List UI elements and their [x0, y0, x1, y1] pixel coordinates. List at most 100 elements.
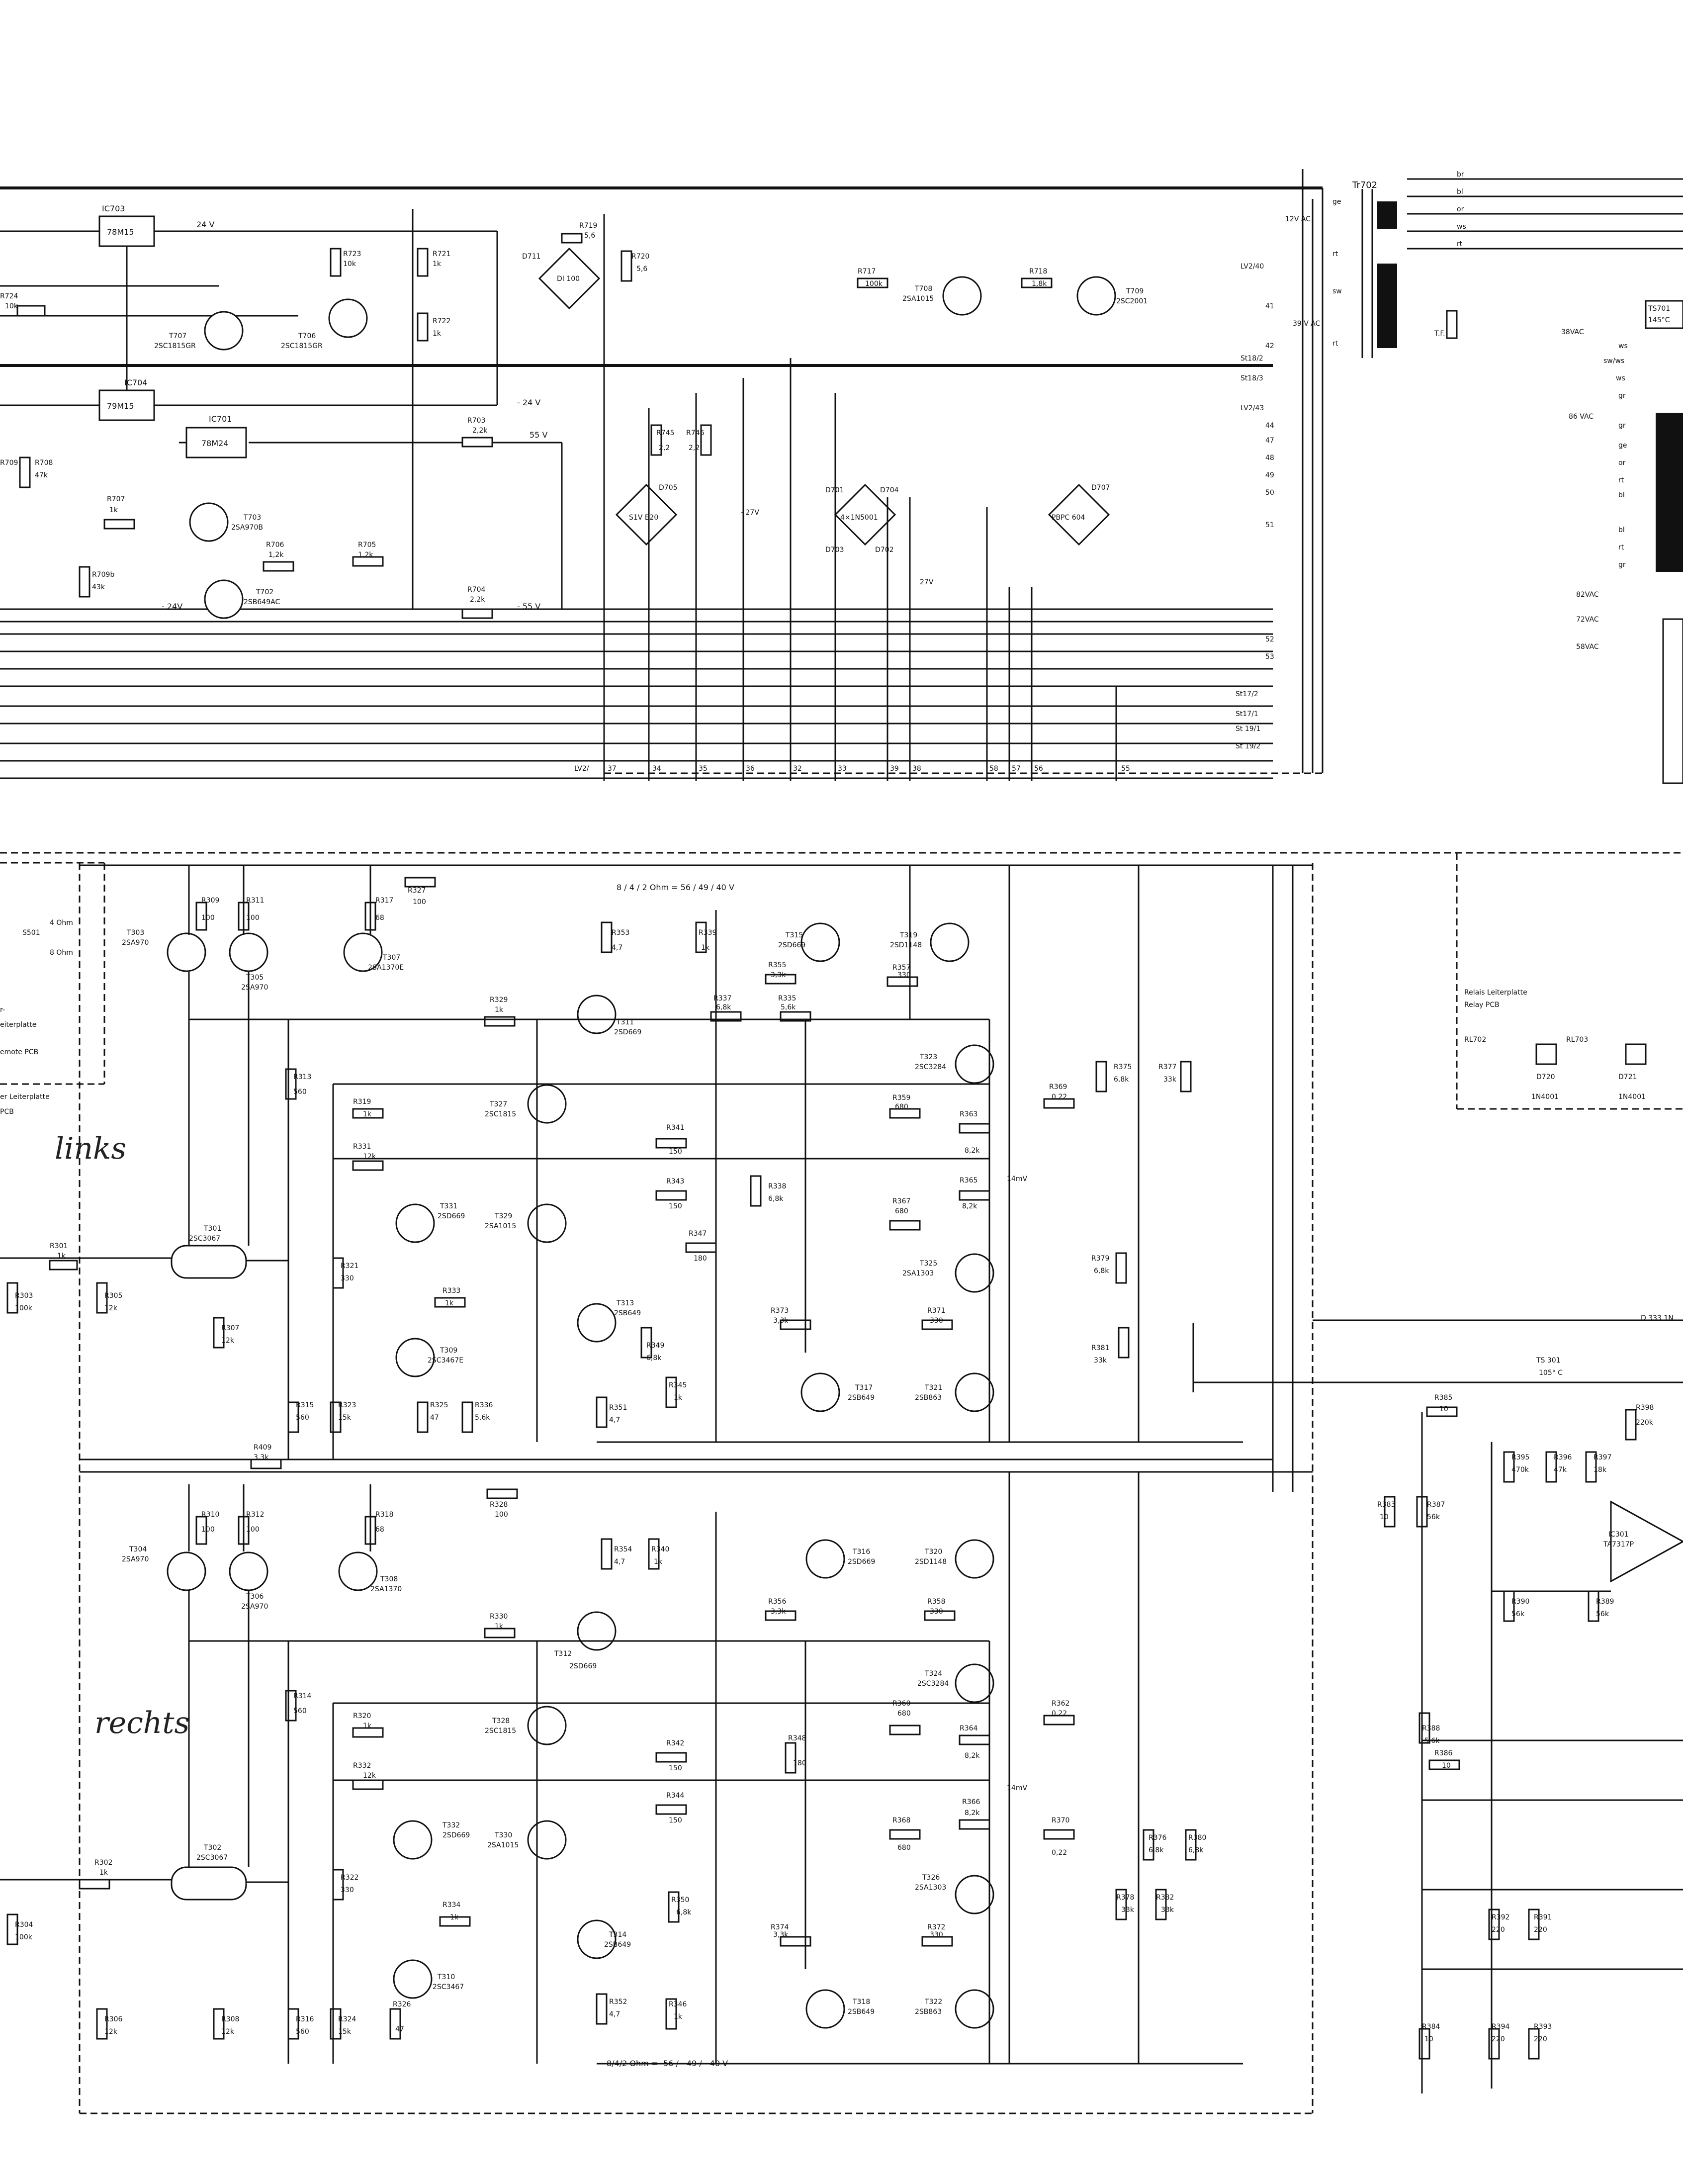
svg-text:R335: R335: [778, 995, 796, 1002]
svg-text:5,6k: 5,6k: [475, 1414, 490, 1422]
svg-text:bl: bl: [1457, 188, 1463, 196]
svg-text:R301: R301: [50, 1242, 68, 1250]
svg-text:560: 560: [293, 1088, 307, 1096]
svg-text:2SA1015: 2SA1015: [487, 1841, 519, 1849]
svg-text:T301: T301: [203, 1225, 221, 1233]
svg-text:33k: 33k: [1161, 1906, 1174, 1914]
left-channel-resistors: R309 100 R311 100 R317 68 R327 100 R313 …: [6, 877, 1192, 1469]
svg-text:2SD1148: 2SD1148: [890, 941, 922, 949]
svg-text:R347: R347: [689, 1230, 707, 1238]
svg-text:R353: R353: [612, 929, 629, 937]
svg-text:D705: D705: [659, 484, 678, 492]
svg-text:1k: 1k: [363, 1722, 372, 1730]
svg-text:12k: 12k: [104, 1304, 118, 1312]
svg-text:St17/1: St17/1: [1236, 710, 1258, 718]
svg-text:1k: 1k: [701, 944, 710, 952]
svg-text:R303: R303: [15, 1292, 33, 1300]
svg-text:2SA970B: 2SA970B: [231, 524, 263, 532]
svg-text:2SC2001: 2SC2001: [1116, 297, 1148, 305]
svg-text:4,7: 4,7: [609, 2010, 620, 2018]
wire-color-labels: br bl or ws rt ws sw/ws ws gr gr ge or r…: [1407, 171, 1683, 569]
svg-text:T332: T332: [442, 1821, 460, 1829]
transistor-t707: T707 2SC1815GR: [154, 311, 244, 351]
svg-text:R362: R362: [1052, 1700, 1069, 1708]
svg-text:T322: T322: [924, 1998, 942, 2006]
svg-text:T707: T707: [169, 332, 186, 340]
svg-text:R391: R391: [1534, 1913, 1552, 1921]
svg-text:R336: R336: [475, 1401, 493, 1409]
svg-text:2SC1815GR: 2SC1815GR: [281, 342, 323, 350]
svg-text:RL703: RL703: [1566, 1036, 1588, 1044]
svg-text:eiterplatte: eiterplatte: [0, 1021, 36, 1029]
svg-text:330: 330: [341, 1274, 354, 1282]
svg-text:R356: R356: [768, 1598, 787, 1606]
svg-text:T302: T302: [203, 1844, 221, 1852]
svg-text:37: 37: [608, 765, 617, 773]
svg-text:34: 34: [652, 765, 661, 773]
svg-text:10: 10: [1380, 1513, 1389, 1521]
transistor-t708: T708 2SA1015: [902, 276, 982, 316]
svg-text:4,7: 4,7: [612, 944, 622, 952]
svg-text:R365: R365: [960, 1177, 977, 1184]
svg-text:bl: bl: [1618, 491, 1625, 499]
svg-text:8,2k: 8,2k: [962, 1202, 977, 1210]
svg-text:560: 560: [296, 1414, 309, 1422]
svg-text:R376: R376: [1149, 1834, 1167, 1842]
main-bus-lines: [0, 169, 1683, 2114]
svg-text:5,6: 5,6: [584, 232, 595, 240]
svg-text:R724: R724: [0, 292, 18, 300]
svg-text:rt: rt: [1618, 476, 1624, 484]
svg-text:3,3k: 3,3k: [773, 1317, 789, 1325]
svg-text:8,2k: 8,2k: [965, 1809, 980, 1817]
svg-text:R386: R386: [1434, 1749, 1453, 1757]
svg-text:LV2/: LV2/: [574, 765, 589, 773]
svg-text:R707: R707: [107, 495, 125, 503]
svg-text:100k: 100k: [15, 1933, 33, 1941]
svg-text:R359: R359: [892, 1094, 910, 1102]
svg-text:39: 39: [890, 765, 899, 773]
svg-text:2SA1370E: 2SA1370E: [368, 964, 404, 972]
svg-text:1N4001: 1N4001: [1618, 1093, 1646, 1101]
svg-text:R397: R397: [1594, 1454, 1611, 1461]
svg-text:55: 55: [1121, 765, 1130, 773]
svg-text:r-: r-: [0, 1006, 5, 1014]
svg-text:S1V B20: S1V B20: [629, 514, 658, 522]
svg-text:T310: T310: [437, 1973, 455, 1981]
svg-text:gr: gr: [1618, 561, 1626, 569]
svg-text:8 Ohm: 8 Ohm: [50, 949, 73, 957]
svg-text:100: 100: [246, 914, 260, 922]
svg-text:bl: bl: [1618, 526, 1625, 534]
svg-text:0,22: 0,22: [1052, 1093, 1067, 1101]
svg-text:4×1N5001: 4×1N5001: [840, 514, 878, 522]
transistor-t703: T703 2SA970B: [189, 502, 263, 542]
svg-text:R370: R370: [1052, 1817, 1069, 1824]
svg-text:12k: 12k: [221, 2028, 235, 2036]
svg-text:R398: R398: [1636, 1404, 1654, 1412]
svg-text:2SA1370: 2SA1370: [370, 1585, 402, 1593]
svg-text:T325: T325: [919, 1260, 937, 1268]
svg-text:R396: R396: [1554, 1454, 1572, 1461]
diode-d333-label: D 333 1N: [1641, 1314, 1674, 1322]
svg-text:68: 68: [375, 1526, 384, 1534]
svg-text:R409: R409: [254, 1444, 271, 1452]
svg-text:48: 48: [1265, 454, 1274, 462]
svg-text:1k: 1k: [654, 1558, 663, 1566]
svg-text:470k: 470k: [1511, 1466, 1529, 1474]
svg-text:41: 41: [1265, 302, 1274, 310]
svg-text:T320: T320: [924, 1548, 942, 1556]
svg-text:145°C: 145°C: [1648, 316, 1670, 324]
svg-text:6,8k: 6,8k: [1149, 1846, 1164, 1854]
svg-text:R375: R375: [1114, 1063, 1132, 1071]
svg-text:56k: 56k: [1511, 1610, 1525, 1618]
svg-text:R331: R331: [353, 1143, 371, 1151]
svg-text:10k: 10k: [5, 302, 18, 310]
svg-text:2SC1815: 2SC1815: [485, 1727, 516, 1735]
bridge-di100: DI 100 D711: [522, 247, 601, 310]
svg-text:R364: R364: [960, 1725, 978, 1732]
svg-text:220: 220: [1492, 2035, 1505, 2043]
svg-text:R330: R330: [490, 1613, 508, 1621]
svg-text:R324: R324: [338, 2015, 356, 2023]
svg-text:2SA970: 2SA970: [122, 1555, 149, 1563]
svg-text:R374: R374: [771, 1923, 789, 1931]
svg-text:T314: T314: [609, 1931, 626, 1939]
